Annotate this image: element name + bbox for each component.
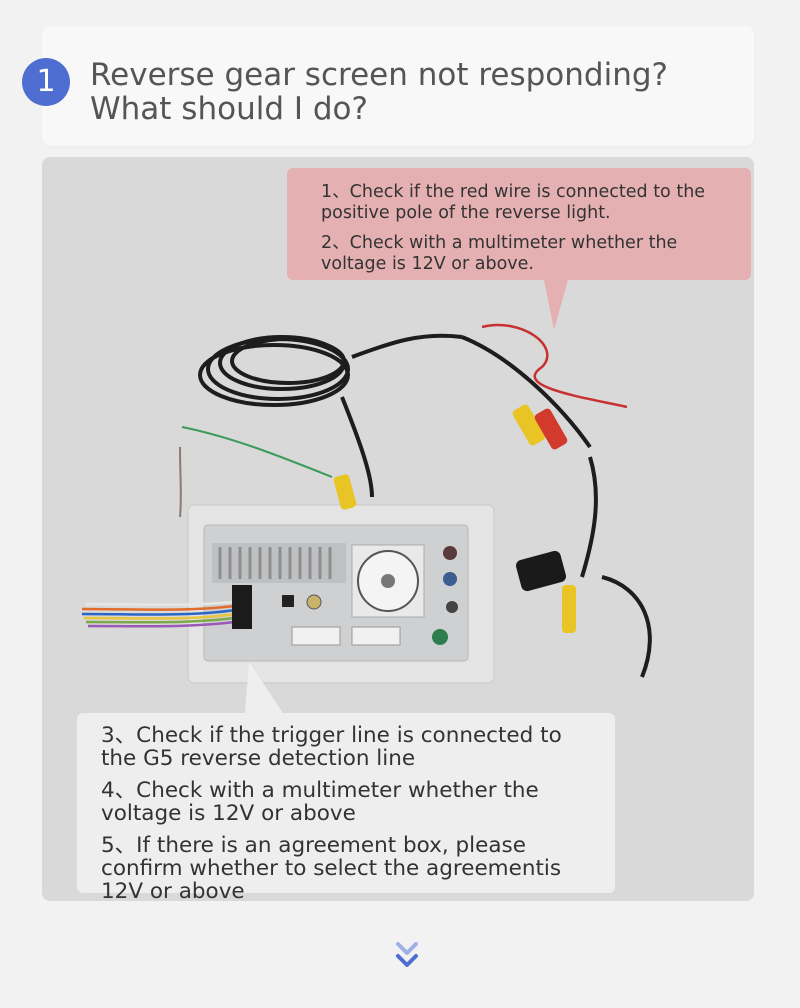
tip-item: 5、If there is an agreement box, please c… (101, 833, 562, 904)
camera (515, 550, 567, 592)
double-chevron-down-icon[interactable] (395, 940, 419, 972)
rca-yellow-1 (512, 404, 546, 446)
connector-block-2 (351, 626, 401, 646)
tips-bubble-top: 1、Check if the red wire is connected to … (287, 168, 751, 280)
rca-yellow-2 (333, 474, 357, 510)
page-title: Reverse gear screen not responding? What… (90, 58, 710, 126)
tip-item: 3、Check if the trigger line is connected… (101, 723, 562, 771)
title-line-2: What should I do? (90, 91, 368, 127)
tips-bubble-bottom: 3、Check if the trigger line is connected… (77, 713, 615, 903)
header-card (42, 26, 754, 146)
tip-item: 2、Check with a multimeter whether the vo… (321, 233, 678, 274)
title-line-1: Reverse gear screen not responding? (90, 57, 668, 93)
tip-item: 4、Check with a multimeter whether the vo… (101, 778, 539, 826)
round-port (306, 594, 322, 610)
ground-port (432, 629, 448, 645)
tip-item: 1、Check if the red wire is connected to … (321, 182, 706, 223)
harness-plug (232, 585, 252, 629)
connector-block-1 (291, 626, 341, 646)
antenna-port-2 (443, 572, 457, 586)
antenna-port-1 (443, 546, 457, 560)
step-badge: 1 (22, 58, 70, 106)
plug-port (282, 595, 294, 607)
rca-red (534, 408, 568, 450)
antenna-port-3 (446, 601, 458, 613)
bubble-bottom-tail (245, 662, 283, 713)
wiring-illustration (81, 323, 652, 684)
rca-yellow-3 (562, 585, 576, 633)
bubble-top-tail (544, 280, 568, 330)
